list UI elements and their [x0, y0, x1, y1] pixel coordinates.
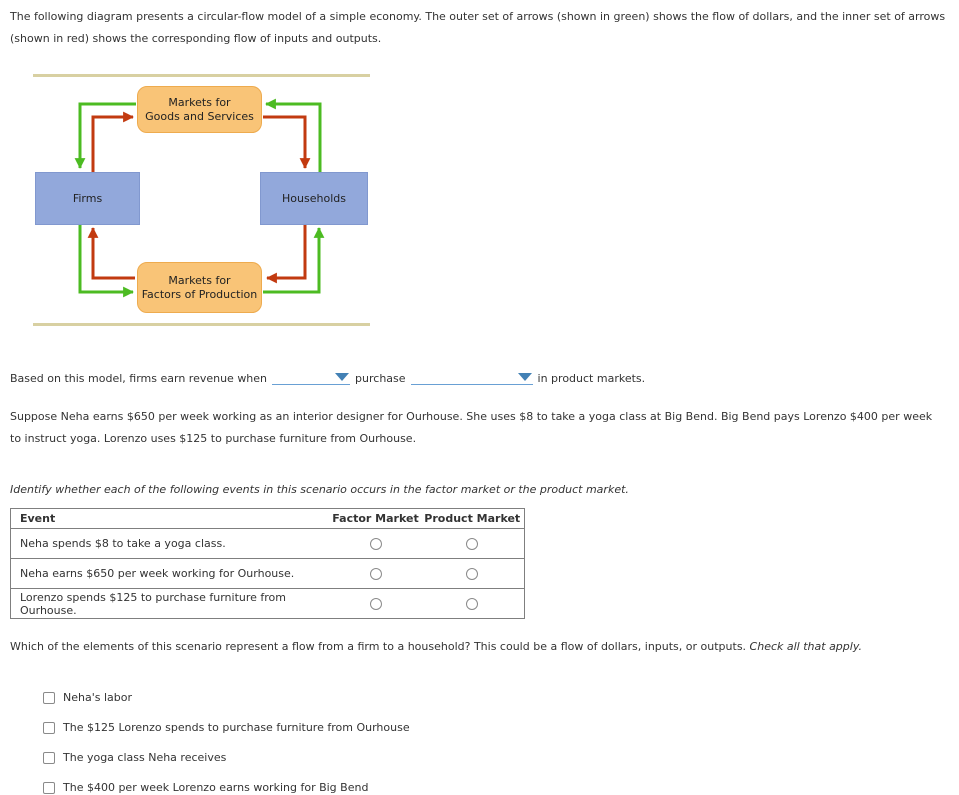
- dropdown-arrow-icon: [517, 373, 532, 381]
- radio-factor-row1[interactable]: [369, 538, 382, 550]
- scenario-text: Suppose Neha earns $650 per week working…: [10, 410, 933, 445]
- factors-market-label-line2: Factors of Production: [141, 287, 258, 301]
- factors-market-box: Markets for Factors of Production: [137, 262, 262, 313]
- green-arrow-goods-market-to-firms: [74, 102, 136, 169]
- green-arrow-factors-market-to-households: [263, 227, 325, 294]
- checkbox-input[interactable]: [43, 721, 55, 734]
- radio-product-row3[interactable]: [466, 598, 479, 610]
- radio-product-row2[interactable]: [466, 568, 479, 580]
- checkbox-option-yoga-class[interactable]: The yoga class Neha receives: [43, 751, 743, 764]
- event-text: Lorenzo spends $125 to purchase furnitur…: [10, 588, 331, 619]
- fill-in-after: in product markets.: [537, 372, 646, 385]
- table-instruction: Identify whether each of the following e…: [10, 483, 629, 496]
- radio-product-row1[interactable]: [466, 538, 479, 550]
- dropdown-purchased-item[interactable]: [410, 370, 533, 385]
- checkbox-option-nehas-labor[interactable]: Neha's labor: [43, 691, 743, 704]
- red-arrow-goods-market-to-households: [263, 115, 311, 169]
- flow-arrows: [74, 98, 325, 298]
- checkbox-input[interactable]: [43, 751, 55, 764]
- circular-flow-diagram: Markets for Goods and Services Firms Hou…: [0, 60, 400, 340]
- dropdown-buyers[interactable]: [272, 370, 351, 385]
- header-event: Event: [10, 508, 331, 529]
- households-box: Households: [260, 172, 368, 225]
- event-text: Neha spends $8 to take a yoga class.: [10, 528, 331, 559]
- dropdown-arrow-icon: [335, 373, 350, 381]
- factors-market-label-line1: Markets for: [168, 273, 231, 287]
- households-label: Households: [282, 191, 346, 205]
- checkbox-label: The $125 Lorenzo spends to purchase furn…: [63, 721, 410, 734]
- event-text: Neha earns $650 per week working for Our…: [10, 558, 331, 589]
- fill-in-sentence: Based on this model, firms earn revenue …: [10, 370, 950, 388]
- checkbox-label: The yoga class Neha receives: [63, 751, 227, 764]
- checkbox-question-emphasis: Check all that apply.: [749, 640, 862, 653]
- checkbox-input[interactable]: [43, 781, 55, 794]
- header-product-market: Product Market: [420, 508, 525, 529]
- checkbox-question: Which of the elements of this scenario r…: [10, 636, 945, 658]
- green-arrow-households-to-goods-market: [265, 98, 322, 172]
- fill-in-middle: purchase: [355, 372, 406, 385]
- table-row: Lorenzo spends $125 to purchase furnitur…: [10, 588, 525, 619]
- goods-market-label-line2: Goods and Services: [145, 109, 254, 123]
- red-arrow-households-to-factors-market: [266, 225, 307, 284]
- radio-factor-row3[interactable]: [369, 598, 382, 610]
- goods-market-box: Markets for Goods and Services: [137, 86, 262, 133]
- diagram-top-rule: [33, 74, 370, 77]
- green-arrow-firms-to-factors-market: [78, 225, 134, 298]
- checkbox-input[interactable]: [43, 691, 55, 704]
- intro-text: The following diagram presents a circula…: [10, 10, 946, 45]
- checkbox-list: Neha's labor The $125 Lorenzo spends to …: [43, 691, 743, 795]
- firms-box: Firms: [35, 172, 140, 225]
- goods-market-label-line1: Markets for: [168, 95, 231, 109]
- checkbox-question-text: Which of the elements of this scenario r…: [10, 640, 747, 653]
- fill-in-before: Based on this model, firms earn revenue …: [10, 372, 268, 385]
- checkbox-option-400-per-week[interactable]: The $400 per week Lorenzo earns working …: [43, 781, 743, 794]
- radio-factor-row2[interactable]: [369, 568, 382, 580]
- table-row: Neha spends $8 to take a yoga class.: [10, 528, 525, 559]
- diagram-bottom-rule: [33, 323, 370, 326]
- checkbox-label: The $400 per week Lorenzo earns working …: [63, 781, 369, 794]
- market-table: Event Factor Market Product Market Neha …: [10, 508, 525, 619]
- table-header-row: Event Factor Market Product Market: [10, 508, 525, 529]
- checkbox-option-125-furniture[interactable]: The $125 Lorenzo spends to purchase furn…: [43, 721, 743, 734]
- table-row: Neha earns $650 per week working for Our…: [10, 558, 525, 589]
- firms-label: Firms: [72, 191, 103, 205]
- red-arrow-firms-to-goods-market: [91, 111, 134, 172]
- red-arrow-factors-market-to-firms: [87, 227, 135, 280]
- header-factor-market: Factor Market: [330, 508, 421, 529]
- checkbox-label: Neha's labor: [63, 691, 132, 704]
